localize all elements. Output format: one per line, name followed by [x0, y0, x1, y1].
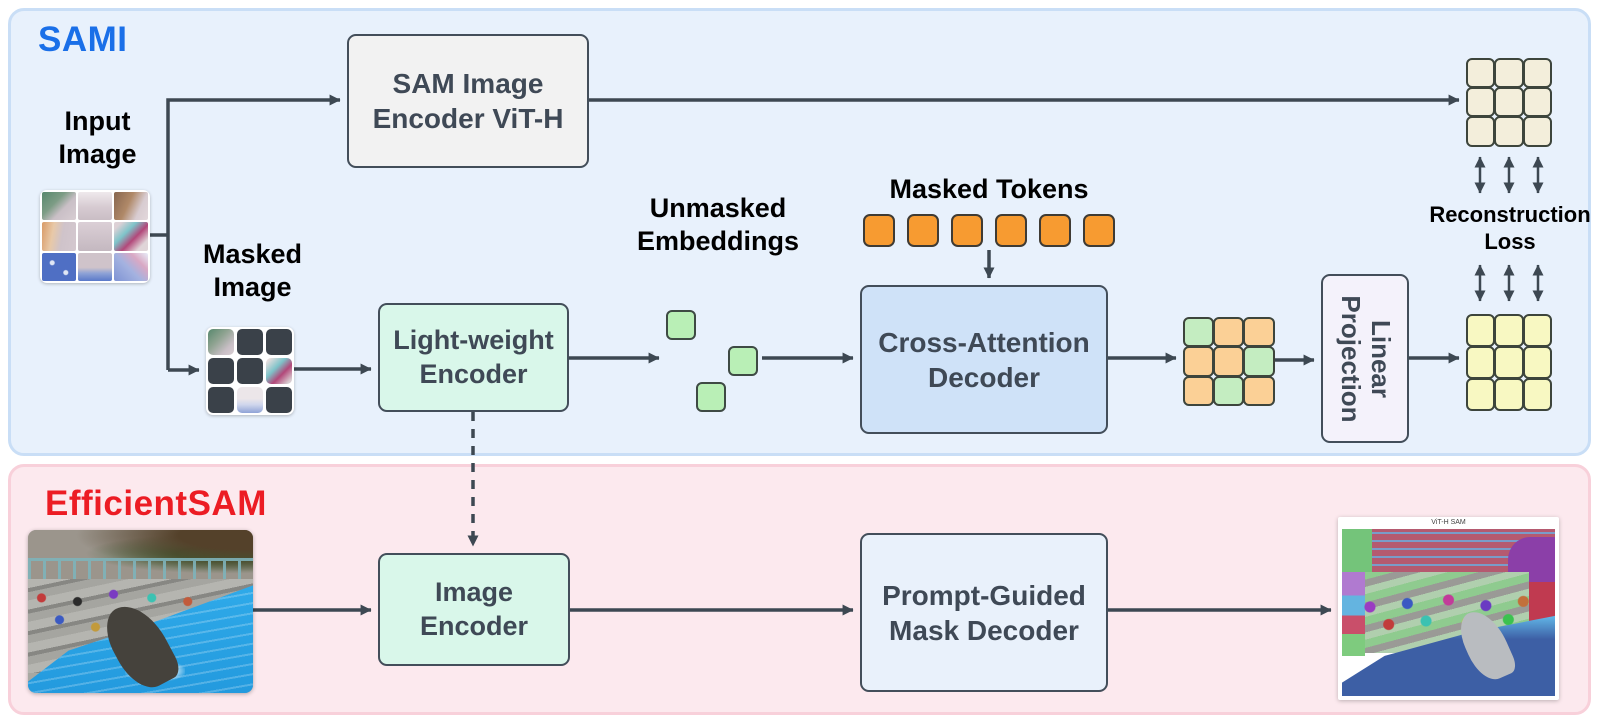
decoder-output-cell — [1182, 316, 1214, 348]
masked-image-patch — [266, 387, 292, 413]
decoder-output-cell — [1182, 346, 1214, 377]
masked-image-patch — [237, 387, 263, 413]
unmasked-embedding-token — [666, 310, 696, 340]
decoder-output-cell — [1182, 375, 1214, 407]
decoder-output-cell — [1212, 375, 1245, 407]
masked-image — [206, 327, 294, 415]
target-embedding-cell — [1465, 116, 1496, 147]
cross-attention-decoder-box: Cross-Attention Decoder — [860, 285, 1108, 434]
reconstructed-embedding-cell — [1465, 313, 1496, 347]
input-image-patch — [78, 222, 112, 251]
target-embedding-cell — [1522, 116, 1553, 147]
linear-projection-box: Linear Projection — [1321, 274, 1409, 443]
target-embedding-cell — [1522, 86, 1553, 118]
masked-image-patch — [208, 387, 234, 413]
efficientsam-panel — [8, 464, 1591, 715]
target-embedding-grid — [1465, 57, 1553, 147]
masked-image-patch — [237, 358, 263, 384]
masked-token — [1039, 214, 1071, 247]
input-image-label: Input Image — [58, 106, 137, 169]
decoder-output-cell — [1243, 375, 1275, 407]
prompt-guided-mask-decoder-box: Prompt-Guided Mask Decoder — [860, 533, 1108, 692]
output-photo-caption: ViT-H SAM — [1431, 519, 1466, 526]
decoder-output-cell — [1243, 316, 1275, 348]
decoder-output-cell — [1212, 316, 1245, 348]
output-photo-segmentation — [1342, 529, 1555, 696]
unmasked-embeddings-label: Unmasked Embeddings — [636, 193, 799, 256]
masked-token — [995, 214, 1027, 247]
input-image — [40, 190, 150, 283]
masked-tokens-label: Masked Tokens — [889, 174, 1089, 204]
reconstructed-embedding-cell — [1494, 345, 1524, 380]
decoder-output-cell — [1212, 346, 1245, 377]
input-image-patch — [42, 252, 76, 281]
masked-token — [1083, 214, 1115, 247]
output-photo: ViT-H SAM — [1338, 517, 1559, 700]
unmasked-embedding-token — [696, 382, 726, 412]
masked-image-patch — [237, 329, 263, 355]
input-image-patch — [114, 192, 148, 221]
reconstruction-loss-label: Reconstruction Loss — [1429, 202, 1591, 254]
masked-tokens-row — [863, 214, 1115, 247]
target-embedding-cell — [1494, 57, 1524, 88]
reconstructed-embedding-cell — [1494, 378, 1524, 412]
image-encoder-box: Image Encoder — [378, 553, 570, 666]
reconstructed-embedding-cell — [1522, 345, 1553, 380]
reconstructed-embedding-cell — [1522, 313, 1553, 347]
reconstructed-embedding-cell — [1522, 378, 1553, 412]
masked-token — [907, 214, 939, 247]
masked-image-patch — [208, 358, 234, 384]
input-image-patch — [114, 252, 148, 281]
input-photo — [28, 530, 253, 693]
target-embedding-cell — [1522, 57, 1553, 88]
linear-projection-label: Linear Projection — [1336, 294, 1396, 423]
reconstructed-embedding-grid — [1465, 313, 1553, 412]
target-embedding-cell — [1494, 116, 1524, 147]
sami-title: SAMI — [38, 20, 128, 59]
input-image-patch — [78, 252, 112, 281]
target-embedding-cell — [1465, 86, 1496, 118]
input-image-patch — [78, 192, 112, 221]
input-image-patch — [42, 222, 76, 251]
reconstructed-embedding-cell — [1494, 313, 1524, 347]
masked-token — [863, 214, 895, 247]
input-image-patch — [114, 222, 148, 251]
target-embedding-cell — [1494, 86, 1524, 118]
masked-image-label: Masked Image — [202, 239, 303, 302]
efficientsam-title: EfficientSAM — [45, 484, 267, 523]
decoder-output-grid — [1182, 316, 1275, 407]
decoder-output-cell — [1243, 346, 1275, 377]
sam-image-encoder-box: SAM Image Encoder ViT-H — [347, 34, 589, 168]
target-embedding-cell — [1465, 57, 1496, 88]
masked-image-patch — [208, 329, 234, 355]
lightweight-encoder-box: Light-weight Encoder — [378, 303, 569, 412]
masked-image-patch — [266, 329, 292, 355]
masked-image-patch — [266, 358, 292, 384]
reconstructed-embedding-cell — [1465, 345, 1496, 380]
input-image-patch — [42, 192, 76, 221]
reconstructed-embedding-cell — [1465, 378, 1496, 412]
unmasked-embedding-token — [728, 346, 758, 376]
masked-token — [951, 214, 983, 247]
